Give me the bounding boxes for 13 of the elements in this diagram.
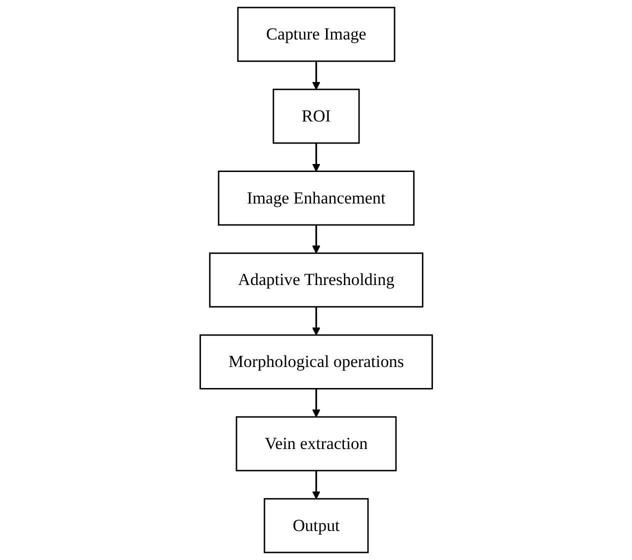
node-box: Image Enhancement — [218, 170, 414, 226]
arrow — [312, 388, 320, 418]
arrow — [312, 306, 320, 336]
node-box: ROI — [272, 88, 360, 144]
arrow — [312, 224, 320, 254]
node-box: Output — [264, 498, 368, 554]
arrow — [312, 143, 320, 172]
node-box: Vein extraction — [236, 416, 396, 472]
node-box: Capture Image — [236, 6, 396, 62]
node-box: Morphological operations — [199, 334, 433, 390]
arrow — [312, 470, 320, 500]
node-box: Adaptive Thresholding — [208, 252, 424, 308]
arrow — [312, 61, 320, 90]
